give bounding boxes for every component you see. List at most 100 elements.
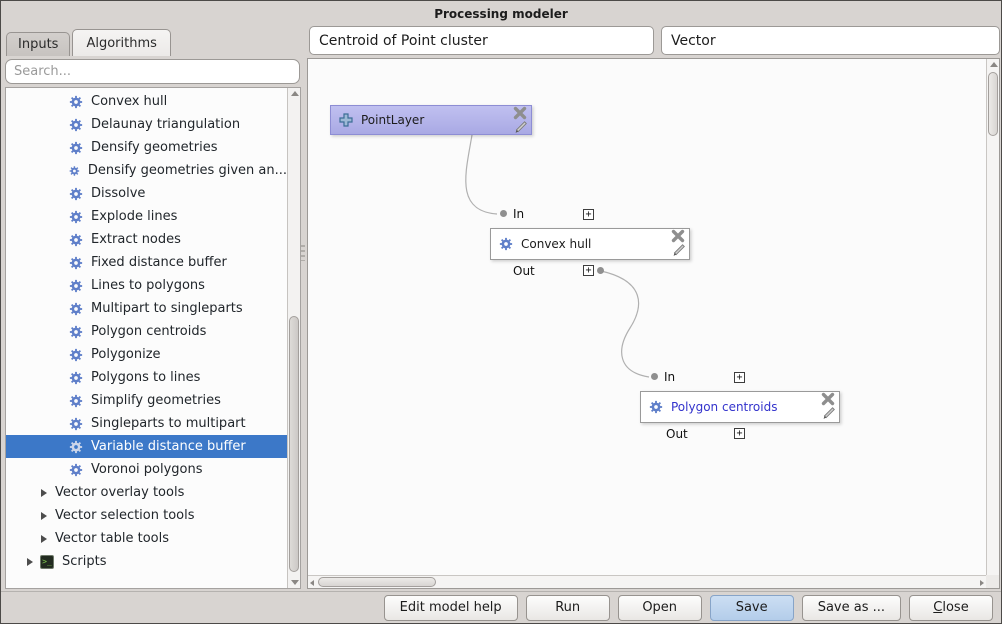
save-button[interactable]: Save <box>709 594 794 621</box>
edit-model-help-button[interactable]: Edit model help <box>383 594 518 621</box>
tree-group-item[interactable]: Vector overlay tools <box>6 481 287 504</box>
scroll-left-icon[interactable] <box>310 580 314 586</box>
algorithm-item[interactable]: Extract nodes <box>6 228 287 251</box>
tree-group-item[interactable]: Vector table tools <box>6 527 287 550</box>
main-area: PointLayer In + <box>306 25 1001 591</box>
footer-button-bar: Edit model help Run Open Save Save as ... Clo… <box>1 591 1001 623</box>
canvas-vertical-scrollbar[interactable] <box>986 59 999 575</box>
gear-icon <box>69 348 83 361</box>
algorithm-item[interactable]: Polygons to lines <box>6 366 287 389</box>
algorithm-item[interactable]: Densify geometries <box>6 136 287 159</box>
save-as-button[interactable]: Save as ... <box>801 594 901 621</box>
algorithm-item[interactable]: Fixed distance buffer <box>6 251 287 274</box>
item-label: Vector table tools <box>55 531 170 546</box>
tree-group-item[interactable]: Vector selection tools <box>6 504 287 527</box>
gear-icon <box>69 302 83 315</box>
gear-icon <box>499 237 513 251</box>
in-port-label: In <box>664 370 676 384</box>
model-name-input[interactable] <box>309 26 654 55</box>
algorithm-item[interactable]: Polygonize <box>6 343 287 366</box>
algorithm-item[interactable]: Densify geometries given an... <box>6 159 287 182</box>
gear-icon <box>69 95 83 108</box>
delete-node-icon[interactable] <box>513 106 527 120</box>
item-label: Polygonize <box>91 347 161 362</box>
model-canvas[interactable]: PointLayer In + <box>307 58 1000 589</box>
tab-algorithms[interactable]: Algorithms <box>72 29 171 56</box>
tab-inputs[interactable]: Inputs <box>6 32 71 56</box>
out-port-label: Out <box>666 427 688 441</box>
scroll-down-icon[interactable] <box>291 580 299 585</box>
edit-node-icon[interactable] <box>822 406 837 421</box>
gear-icon <box>69 233 83 246</box>
item-label: Simplify geometries <box>91 393 221 408</box>
node-convex-hull[interactable]: Convex hull <box>490 228 690 260</box>
model-group-input[interactable] <box>661 26 1000 55</box>
node-pointlayer[interactable]: PointLayer <box>330 105 532 135</box>
collapse-arrow-icon <box>41 488 47 497</box>
scroll-up-icon[interactable] <box>291 91 299 96</box>
algorithm-item[interactable]: Variable distance buffer <box>6 435 287 458</box>
algorithm-item[interactable]: Multipart to singleparts <box>6 297 287 320</box>
node-polygon-centroids[interactable]: Polygon centroids <box>640 391 840 423</box>
collapse-arrow-icon <box>41 534 47 543</box>
algorithm-item[interactable]: Dissolve <box>6 182 287 205</box>
gear-icon <box>69 141 83 154</box>
gear-icon <box>69 394 83 407</box>
scroll-up-icon[interactable] <box>990 62 998 67</box>
expand-inputs-icon[interactable]: + <box>583 209 594 220</box>
gear-icon <box>69 187 83 200</box>
gear-icon <box>69 463 83 476</box>
item-label: Scripts <box>62 554 107 569</box>
run-button[interactable]: Run <box>525 594 610 621</box>
edit-node-icon[interactable] <box>514 120 529 135</box>
tree-group-item[interactable]: >_Scripts <box>6 550 287 573</box>
item-label: Explode lines <box>91 209 178 224</box>
canvas-horizontal-scrollbar[interactable] <box>308 575 986 588</box>
scrollbar-thumb[interactable] <box>318 577 436 587</box>
item-label: Vector overlay tools <box>55 485 185 500</box>
scrollbar-thumb[interactable] <box>289 316 299 572</box>
delete-node-icon[interactable] <box>671 229 685 243</box>
item-label: Multipart to singleparts <box>91 301 243 316</box>
out-port-dot[interactable] <box>597 267 604 274</box>
node-label: Polygon centroids <box>671 400 778 414</box>
item-label: Densify geometries <box>91 140 218 155</box>
gear-icon <box>69 165 80 176</box>
expand-outputs-icon[interactable]: + <box>583 265 594 276</box>
item-label: Singleparts to multipart <box>91 416 246 431</box>
algorithm-item[interactable]: Explode lines <box>6 205 287 228</box>
algorithm-item[interactable]: Lines to polygons <box>6 274 287 297</box>
search-input[interactable] <box>5 59 300 84</box>
item-label: Lines to polygons <box>91 278 205 293</box>
algorithm-item[interactable]: Voronoi polygons <box>6 458 287 481</box>
window-title: Processing modeler <box>434 7 568 21</box>
gear-icon <box>69 440 83 453</box>
item-label: Densify geometries given an... <box>87 163 287 178</box>
open-button[interactable]: Open <box>617 594 702 621</box>
algorithm-item[interactable]: Simplify geometries <box>6 389 287 412</box>
item-label: Vector selection tools <box>55 508 195 523</box>
edit-node-icon[interactable] <box>672 243 687 258</box>
scroll-right-icon[interactable] <box>980 580 984 586</box>
close-button[interactable]: Close <box>909 594 993 621</box>
scrollbar-thumb[interactable] <box>988 72 998 136</box>
in-port-dot[interactable] <box>500 210 507 217</box>
item-label: Variable distance buffer <box>91 439 246 454</box>
gear-icon <box>649 400 663 414</box>
algorithm-item[interactable]: Delaunay triangulation <box>6 113 287 136</box>
collapse-arrow-icon <box>27 557 33 566</box>
expand-outputs-icon[interactable]: + <box>734 428 745 439</box>
item-label: Voronoi polygons <box>91 462 203 477</box>
algorithm-item[interactable]: Singleparts to multipart <box>6 412 287 435</box>
algorithm-item[interactable]: Convex hull <box>6 90 287 113</box>
expand-inputs-icon[interactable]: + <box>734 372 745 383</box>
sidebar-scrollbar[interactable] <box>287 88 300 588</box>
sidebar-tabs: Inputs Algorithms <box>6 25 173 56</box>
algorithm-item[interactable]: Polygon centroids <box>6 320 287 343</box>
in-port-dot[interactable] <box>651 373 658 380</box>
delete-node-icon[interactable] <box>821 392 835 406</box>
gear-icon <box>69 210 83 223</box>
panel-splitter-handle[interactable] <box>301 245 305 261</box>
node-label: Convex hull <box>521 237 592 251</box>
